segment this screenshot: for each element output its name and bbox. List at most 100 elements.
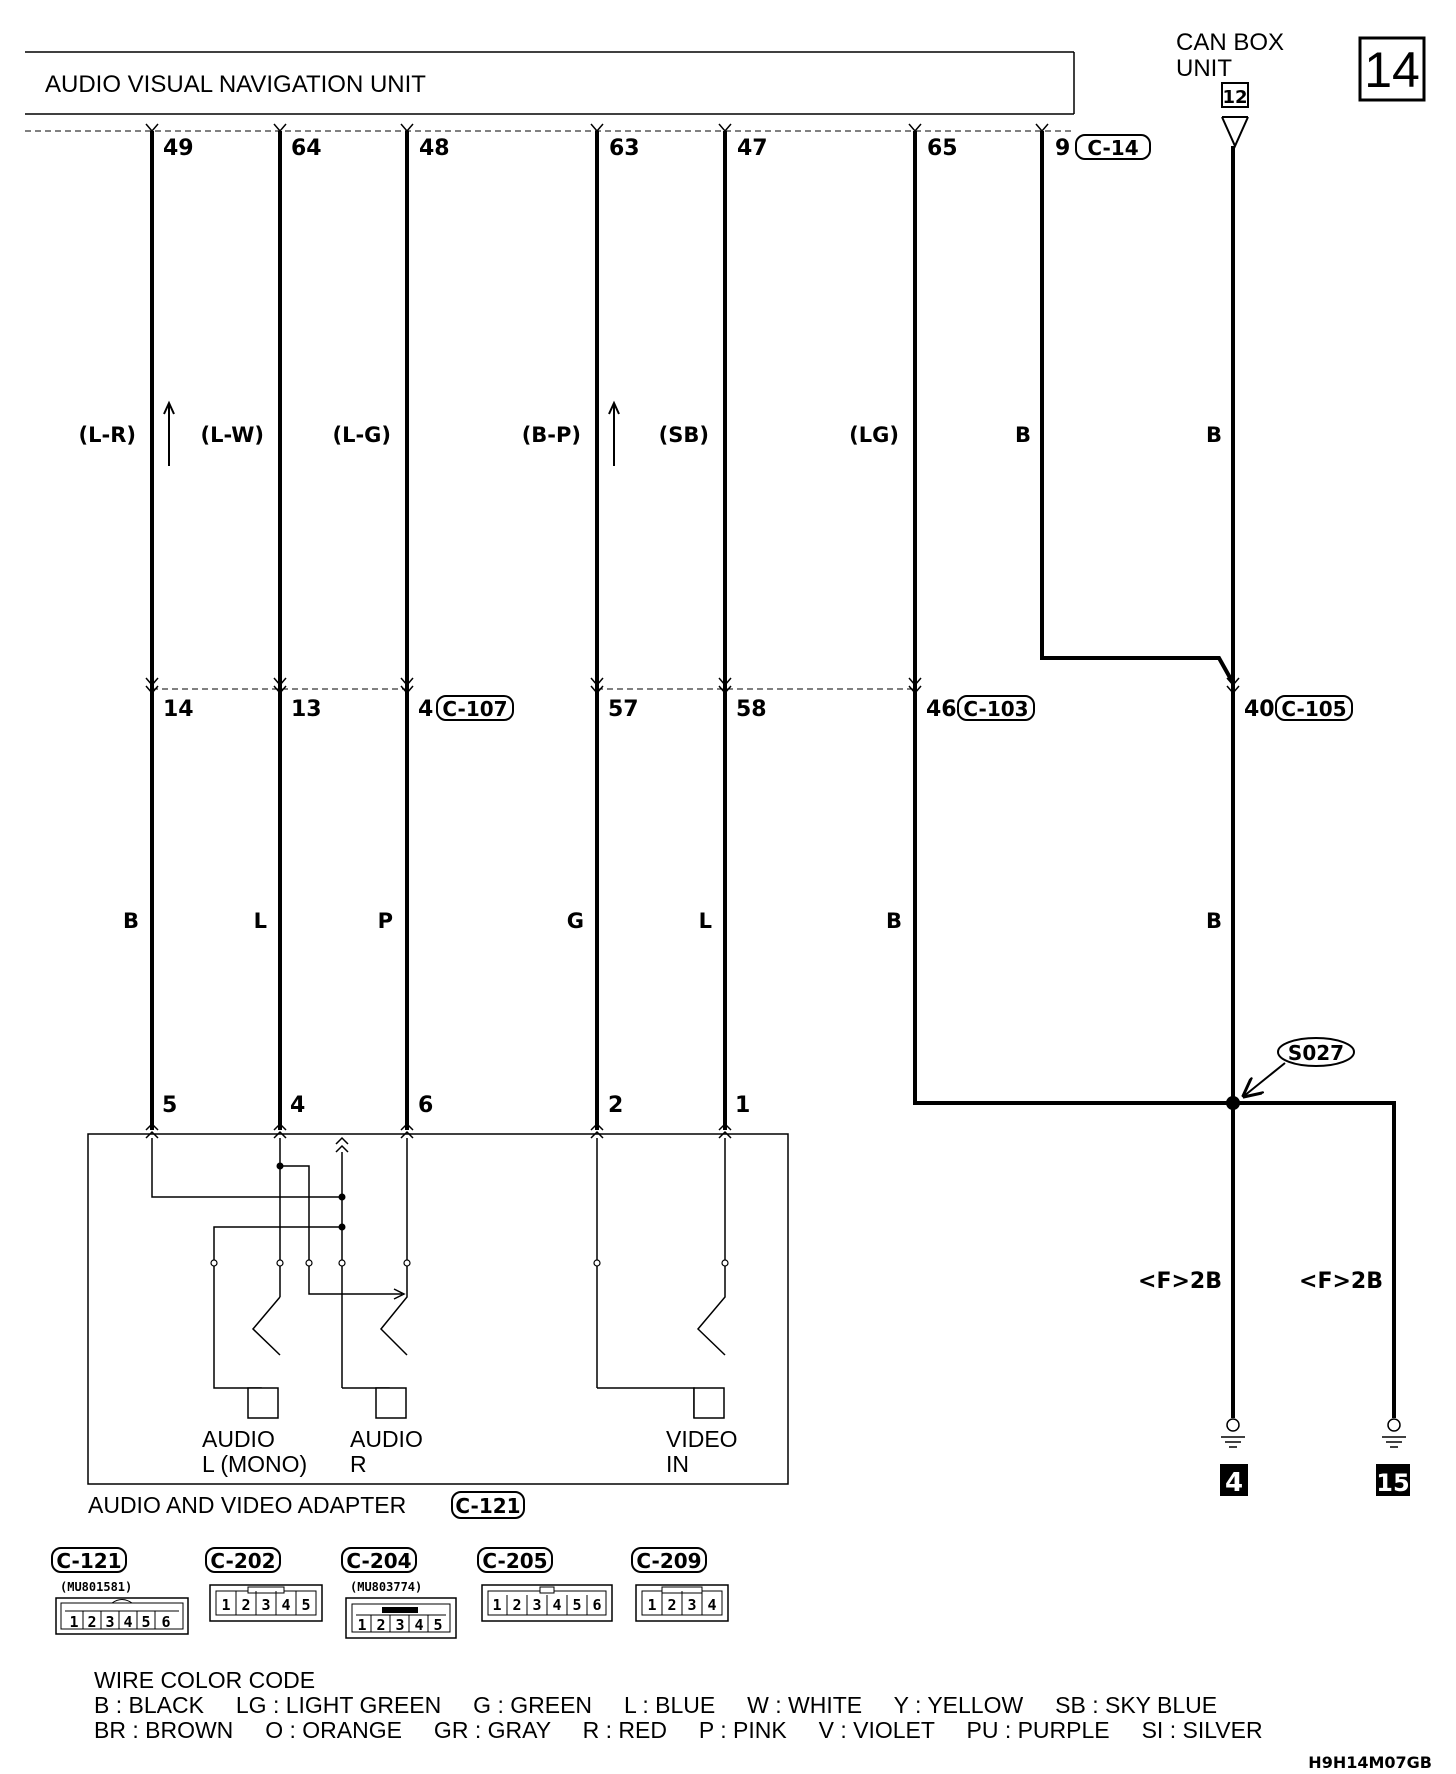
wire-color-label: G [567,909,584,933]
jack-label: VIDEO [666,1426,738,1452]
wire-color-label: L [254,909,267,933]
connector-diagram-c202: C-202 1 2 3 4 5 [205,1547,323,1622]
wire-color-label: P [378,909,393,933]
ground-ref-label: 15 [1376,1469,1409,1497]
adapter-pin-label: 6 [418,1093,433,1118]
svg-text:2: 2 [512,1596,521,1614]
ground-wire-label: <F>2B [1299,1269,1383,1294]
svg-text:3: 3 [261,1596,270,1614]
svg-text:5: 5 [572,1596,581,1614]
svg-text:1: 1 [221,1596,230,1614]
svg-text:5: 5 [301,1596,310,1614]
connector-diagram-c121: C-121 (MU801581) 1 2 3 4 5 6 [51,1547,189,1635]
avnu-title: AUDIO VISUAL NAVIGATION UNIT [45,71,426,98]
connector-diagram-c205: C-205 1 2 3 4 5 6 [477,1547,613,1622]
wire-color-label: B [123,909,139,933]
top-pin-label: 65 [927,136,958,161]
legend-line-2: BR : BROWN O : ORANGE GR : GRAY R : RED … [94,1717,1263,1743]
svg-text:5: 5 [433,1616,442,1634]
mid-pin-label: 57 [608,697,639,722]
svg-text:3: 3 [395,1616,404,1634]
svg-text:6: 6 [161,1613,170,1631]
svg-text:1: 1 [357,1616,366,1634]
lower-wire-colors: B L P G L B B [123,909,1222,933]
upper-wire-colors: (L-R) (L-W) (L-G) (B-P) (SB) (LG) B B [79,423,1222,447]
adapter-title: AUDIO AND VIDEO ADAPTER C-121 [88,1491,525,1519]
adapter-pin-label: 2 [608,1093,623,1118]
top-pin-label: 64 [291,136,322,161]
adapter-pin-label: 4 [290,1093,305,1118]
top-pin-label: 63 [609,136,640,161]
wire-color-label: B [1206,423,1222,447]
wire-color-label: B [1206,909,1222,933]
svg-text:4: 4 [552,1596,561,1614]
adapter-pin-labels: 5 4 6 2 1 [162,1093,750,1118]
wire-9-b [1040,131,1235,684]
svg-text:C-205: C-205 [482,1549,547,1573]
wire-color-label: (SB) [659,423,709,447]
document-code: H9H14M07GB [1308,1753,1432,1772]
ground-wire-label: <F>2B [1138,1269,1222,1294]
svg-text:C-202: C-202 [210,1549,275,1573]
svg-text:C-209: C-209 [636,1549,701,1573]
jack-label: R [350,1451,367,1477]
svg-text:6: 6 [592,1596,601,1614]
top-pin-label: 48 [419,136,450,161]
legend-line-1: B : BLACK LG : LIGHT GREEN G : GREEN L :… [94,1692,1217,1718]
wire-color-label: (B-P) [522,423,581,447]
svg-text:5: 5 [141,1613,150,1631]
connector-c103-label: C-103 [963,697,1028,721]
can-box-line2: UNIT [1176,55,1232,82]
connector-c107-label: C-107 [442,697,507,721]
wires [150,131,1396,1418]
jack-label: IN [666,1451,689,1477]
ground-section: <F>2B <F>2B 4 15 [1138,1269,1410,1498]
svg-text:3: 3 [105,1613,114,1631]
splice-s027: S027 [1226,1037,1355,1110]
svg-text:1: 1 [492,1596,501,1614]
splice-label: S027 [1288,1041,1344,1065]
connector-c105-label: C-105 [1281,697,1346,721]
wire-color-label: (L-G) [332,423,391,447]
svg-text:1: 1 [69,1613,78,1631]
wire-color-legend: WIRE COLOR CODE B : BLACK LG : LIGHT GRE… [94,1667,1263,1743]
top-pin-label: 9 [1055,136,1070,161]
svg-text:(MU803774): (MU803774) [350,1580,422,1594]
mid-pin-label: 40 [1244,697,1275,722]
svg-text:3: 3 [532,1596,541,1614]
legend-title: WIRE COLOR CODE [94,1667,315,1693]
mid-pin-label: 4 [418,697,433,722]
page-number-box: 14 [1358,36,1426,102]
svg-text:3: 3 [687,1596,696,1614]
svg-text:4: 4 [123,1613,132,1631]
mid-pin-label: 14 [163,697,194,722]
jack-label: L (MONO) [202,1451,307,1477]
connector-diagrams: C-121 (MU801581) 1 2 3 4 5 6 C-202 [51,1547,729,1639]
svg-text:2: 2 [241,1596,250,1614]
can-box-label: CAN BOX UNIT 12 [1176,29,1284,149]
wire-color-label: (L-W) [200,423,264,447]
connector-diagram-c204: C-204 (MU803774) 1 2 3 4 5 [341,1547,457,1639]
connector-diagram-c209: C-209 1 2 3 4 [631,1547,729,1622]
adapter-pin-label: 1 [735,1093,750,1118]
adapter-pin-label: 5 [162,1093,177,1118]
ground-ref-label: 4 [1225,1468,1243,1498]
can-box-pin: 12 [1222,87,1247,108]
svg-text:4: 4 [281,1596,290,1614]
top-pin-label: 49 [163,136,194,161]
top-pin-label: 47 [737,136,768,161]
jack-label: AUDIO [202,1426,275,1452]
mid-pin-label: 46 [926,697,957,722]
wire-color-label: B [886,909,902,933]
svg-text:1: 1 [647,1596,656,1614]
mid-pin-labels: 14 13 4 C-107 57 58 46 C-103 40 C-105 [163,695,1353,722]
wire-color-label: B [1015,423,1031,447]
jack-label: AUDIO [350,1426,423,1452]
svg-text:4: 4 [414,1616,423,1634]
avnu-terminal-marks [145,123,1049,133]
wire-color-label: (LG) [849,423,899,447]
mid-connector-marks [145,677,1240,695]
svg-text:(MU801581): (MU801581) [60,1580,132,1594]
svg-text:2: 2 [667,1596,676,1614]
